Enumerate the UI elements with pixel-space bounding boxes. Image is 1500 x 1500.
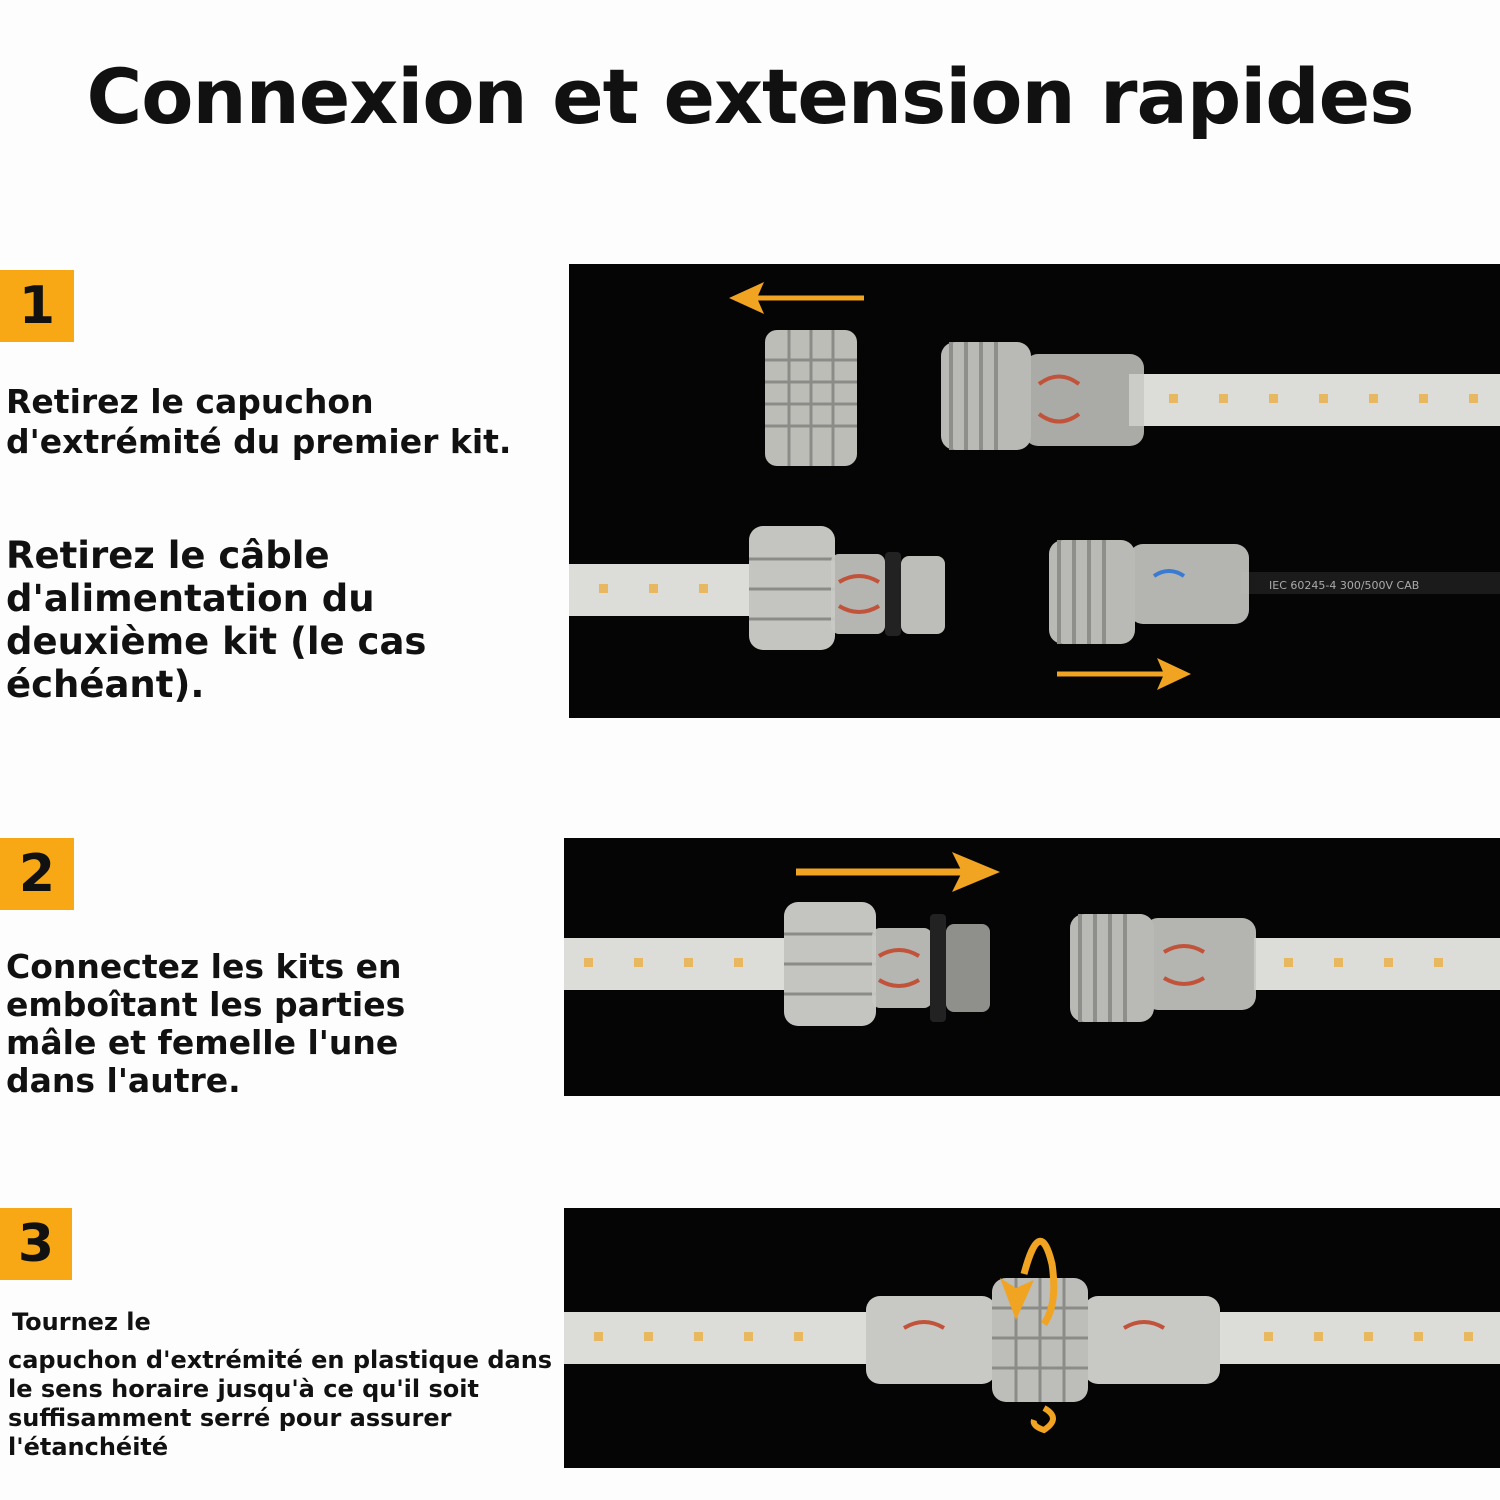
connector-left <box>866 1296 996 1384</box>
step-3-instruction-b: capuchon d'extrémité en plastique dans l… <box>8 1346 553 1461</box>
led-strip-bottom <box>569 564 759 616</box>
step-2-photo <box>564 838 1500 1096</box>
step-2-instruction: Connectez les kits en emboîtant les part… <box>6 947 406 1100</box>
led-strip-right <box>1254 938 1500 990</box>
male-plug <box>946 924 990 1012</box>
arrow-right-icon <box>952 852 1000 892</box>
arrow-right-icon <box>1157 658 1191 690</box>
connector-right <box>1084 1296 1220 1384</box>
male-plug <box>901 556 945 634</box>
step-1-instruction-a: Retirez le capuchon d'extrémité du premi… <box>6 382 512 461</box>
threaded-head-top <box>941 342 1031 450</box>
step-1-badge: 1 <box>0 270 74 342</box>
led-chips-top <box>1169 394 1478 403</box>
male-connector-top <box>1024 354 1144 446</box>
threaded-head-bottom <box>1049 540 1135 644</box>
step-3-instruction-a: Tournez le <box>12 1308 151 1336</box>
rotate-clockwise-icon <box>1000 1278 1034 1320</box>
cable-print: IEC 60245-4 300/500V CAB <box>1269 579 1419 592</box>
rotate-arrow-line <box>1020 1238 1058 1327</box>
step-2-badge: 2 <box>0 838 74 910</box>
arrow-left-icon <box>729 282 764 314</box>
power-cable <box>1241 572 1500 594</box>
step-1-photo: IEC 60245-4 300/500V CAB <box>569 264 1500 718</box>
step-3-badge: 3 <box>0 1208 72 1280</box>
step-1-instruction-b: Retirez le câble d'alimentation du deuxi… <box>6 534 427 706</box>
step-3-photo <box>564 1208 1500 1468</box>
led-strip-top <box>1129 374 1500 426</box>
page-title: Connexion et extension rapides <box>86 52 1415 141</box>
